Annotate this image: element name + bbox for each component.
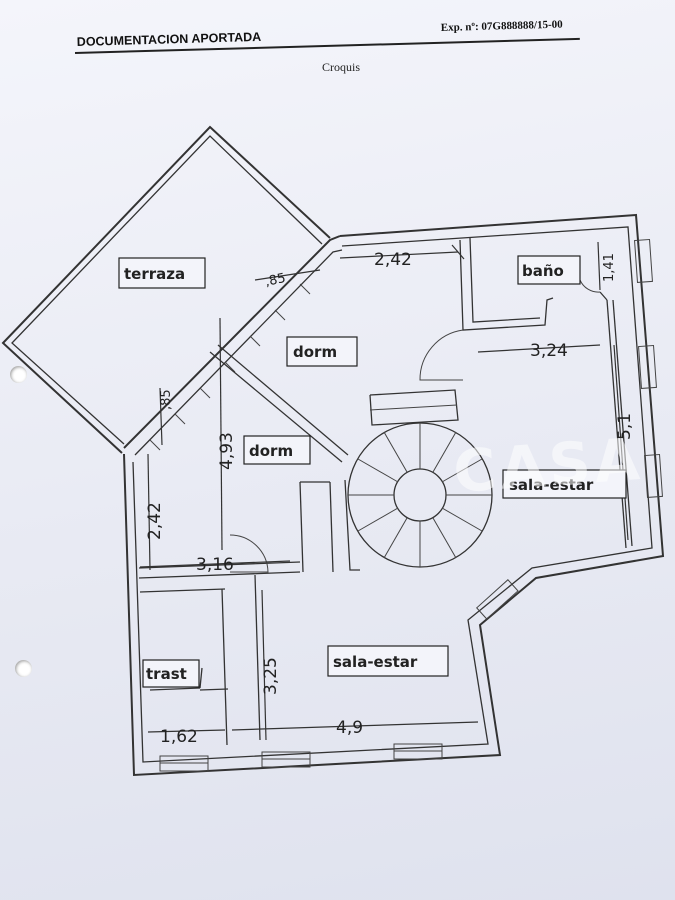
svg-text:terraza: terraza — [124, 265, 185, 283]
window-frames — [159, 238, 663, 772]
room-label-dorm-1: dorm — [286, 336, 358, 367]
diagonal-wall — [123, 235, 343, 456]
dimension-0-85-top: ,85 — [264, 271, 287, 290]
svg-text:sala-estar: sala-estar — [509, 476, 594, 494]
dimension-3-16: 3,16 — [196, 555, 234, 575]
svg-text:trast: trast — [146, 665, 187, 683]
interior-walls — [138, 237, 633, 746]
svg-text:dorm: dorm — [293, 343, 337, 361]
room-label-bano: baño — [517, 255, 581, 285]
svg-text:dorm: dorm — [249, 442, 293, 460]
dimension-3-24: 3,24 — [530, 341, 568, 361]
dimension-2-42-left: 2,42 — [145, 502, 165, 540]
dimension-lines — [139, 241, 629, 741]
terrace-outline — [1, 125, 331, 454]
punch-hole-bottom — [15, 660, 32, 677]
dimension-2-42-top: 2,42 — [374, 250, 412, 270]
dimension-1-41: 1,41 — [602, 253, 617, 282]
svg-text:sala-estar: sala-estar — [333, 653, 418, 671]
watermark: CASA — [451, 425, 645, 506]
punch-hole-top — [10, 366, 27, 383]
outer-walls — [123, 213, 665, 777]
room-label-terraza: terraza — [118, 257, 206, 289]
room-label-trast: trast — [142, 659, 200, 688]
dimension-3-25: 3,25 — [261, 657, 281, 695]
room-label-sala-estar-2: sala-estar — [327, 645, 449, 677]
room-label-dorm-2: dorm — [243, 435, 311, 465]
dimension-4-93: 4,93 — [217, 432, 237, 470]
dimension-0-85-left: ,85 — [159, 389, 174, 410]
dimension-5-1: 5,1 — [615, 413, 635, 440]
spiral-staircase — [344, 389, 493, 571]
dimension-4-9: 4,9 — [336, 718, 363, 738]
svg-text:baño: baño — [522, 262, 564, 280]
dimension-1-62: 1,62 — [160, 727, 198, 747]
door-swings — [229, 279, 601, 573]
room-label-sala-estar-1: sala-estar — [502, 469, 627, 499]
sketch-caption: Croquis — [322, 60, 361, 74]
